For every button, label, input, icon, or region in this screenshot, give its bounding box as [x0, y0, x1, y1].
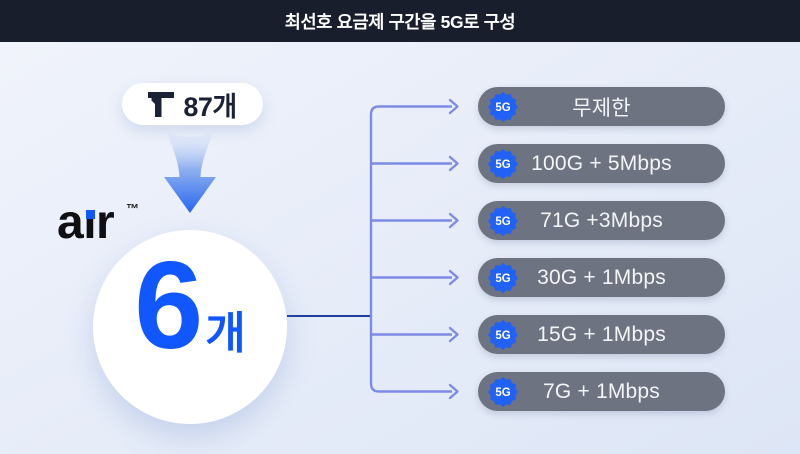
plan-label: 7G + 1Mbps — [543, 379, 660, 403]
source-count-label: 87개 — [183, 91, 237, 122]
plan-pill-15g: 5G 15G + 1Mbps — [478, 315, 725, 354]
result-count-circle: 6 개 — [93, 230, 287, 424]
plan-pill-7g: 5G 7G + 1Mbps — [478, 372, 725, 411]
svg-text:5G: 5G — [495, 159, 510, 171]
5g-badge-icon: 5G — [488, 376, 518, 407]
trademark-symbol: ™ — [126, 201, 139, 216]
plan-pill-unlimited: 5G 무제한 — [478, 87, 725, 126]
5g-badge-icon: 5G — [488, 262, 518, 293]
banner-title: 최선호 요금제 구간을 5G로 구성 — [284, 11, 516, 32]
svg-text:5G: 5G — [495, 330, 510, 342]
5g-badge-icon: 5G — [488, 319, 518, 350]
svg-text:5G: 5G — [495, 273, 510, 285]
plan-pill-100g: 5G 100G + 5Mbps — [478, 144, 725, 183]
5g-badge-icon: 5G — [488, 91, 518, 122]
plan-label: 100G + 5Mbps — [531, 151, 672, 175]
source-count-pill: 87개 — [122, 83, 263, 125]
t-brand-logo-icon — [148, 91, 175, 117]
plan-label: 15G + 1Mbps — [537, 322, 666, 346]
result-count-unit: 개 — [205, 309, 246, 358]
5g-badge-icon: 5G — [488, 205, 518, 236]
down-arrow-icon — [164, 131, 216, 213]
air-brand-logo: aır ™ — [57, 196, 139, 251]
plan-pill-71g: 5G 71G +3Mbps — [478, 201, 725, 240]
plan-list: 5G 무제한 5G 100G + 5Mbps 5G 71G +3Mbps 5G … — [478, 87, 725, 411]
plan-label: 무제한 — [572, 96, 631, 120]
air-brand-text: aır — [57, 196, 115, 249]
plan-label: 30G + 1Mbps — [537, 265, 666, 289]
5g-badge-icon: 5G — [488, 148, 518, 179]
svg-text:5G: 5G — [495, 102, 510, 114]
svg-text:5G: 5G — [495, 216, 510, 228]
plan-label: 71G +3Mbps — [540, 208, 663, 232]
air-i-dot-icon — [86, 210, 95, 219]
plan-pill-30g: 5G 30G + 1Mbps — [478, 258, 725, 297]
connector-lines — [287, 98, 459, 400]
result-count-number: 6 — [134, 237, 203, 375]
svg-text:5G: 5G — [495, 387, 510, 399]
top-banner: 최선호 요금제 구간을 5G로 구성 — [0, 0, 800, 42]
